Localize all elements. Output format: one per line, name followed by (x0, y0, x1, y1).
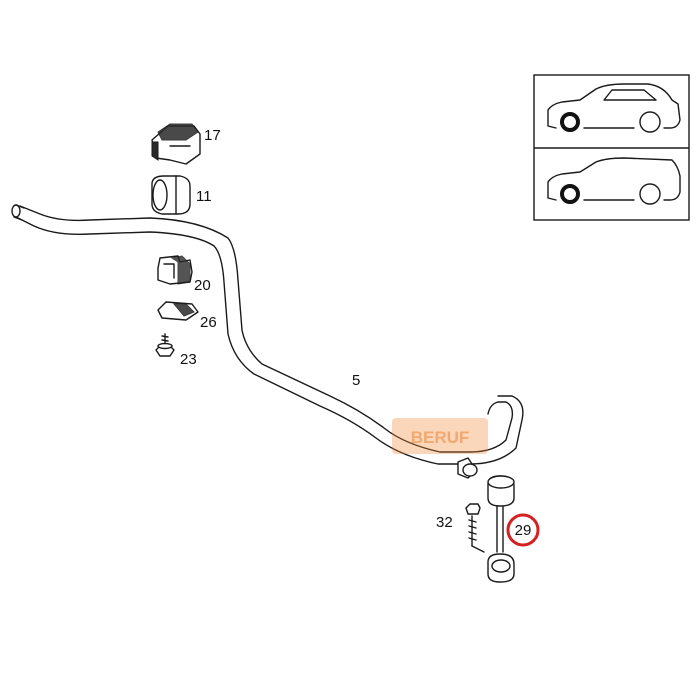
sedan-icon (547, 83, 681, 133)
vehicle-inset (533, 74, 690, 221)
part-29-link (471, 475, 515, 583)
part-32-bolt (465, 503, 481, 547)
part-label-17: 17 (204, 127, 221, 144)
part-label-11: 11 (196, 188, 212, 205)
highlighted-part-29: 29 (506, 513, 540, 547)
part-26-plate (157, 301, 199, 321)
part-label-26: 26 (200, 314, 217, 331)
part-label-29: 29 (515, 522, 532, 539)
highlight-circle (506, 513, 540, 547)
part-label-32: 32 (436, 514, 453, 531)
part-label-20: 20 (194, 277, 211, 294)
wagon-icon (547, 157, 681, 205)
part-17-mount (151, 123, 201, 165)
part-label-5: 5 (352, 372, 360, 389)
part-23-bolt (155, 333, 175, 357)
part-label-23: 23 (180, 351, 197, 368)
watermark-text: BERUF (411, 428, 470, 447)
watermark: BERUF (392, 418, 488, 454)
stabilizer-bar (11, 204, 524, 479)
part-20-bracket (157, 255, 193, 285)
part-11-bushing (151, 175, 191, 215)
